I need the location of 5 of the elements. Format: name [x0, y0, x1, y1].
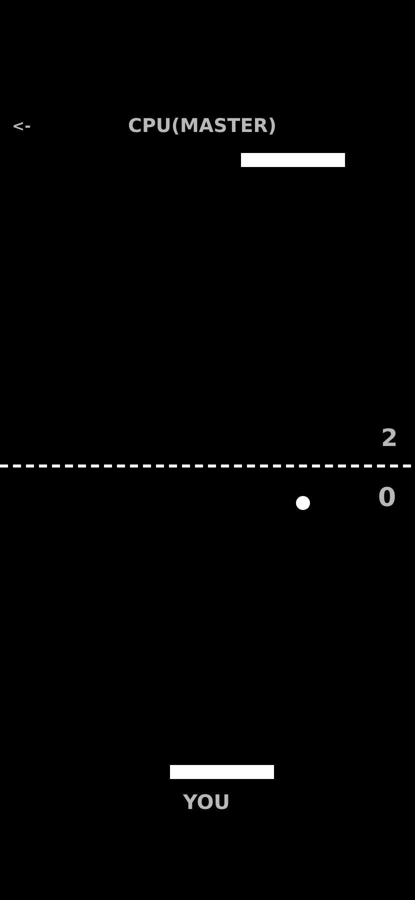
back-button: <- [12, 119, 31, 134]
score: 0 [378, 485, 396, 511]
score: 2 [381, 426, 398, 450]
player-name: CPU(MASTER) [128, 117, 277, 136]
player-name: YOU [183, 792, 230, 812]
